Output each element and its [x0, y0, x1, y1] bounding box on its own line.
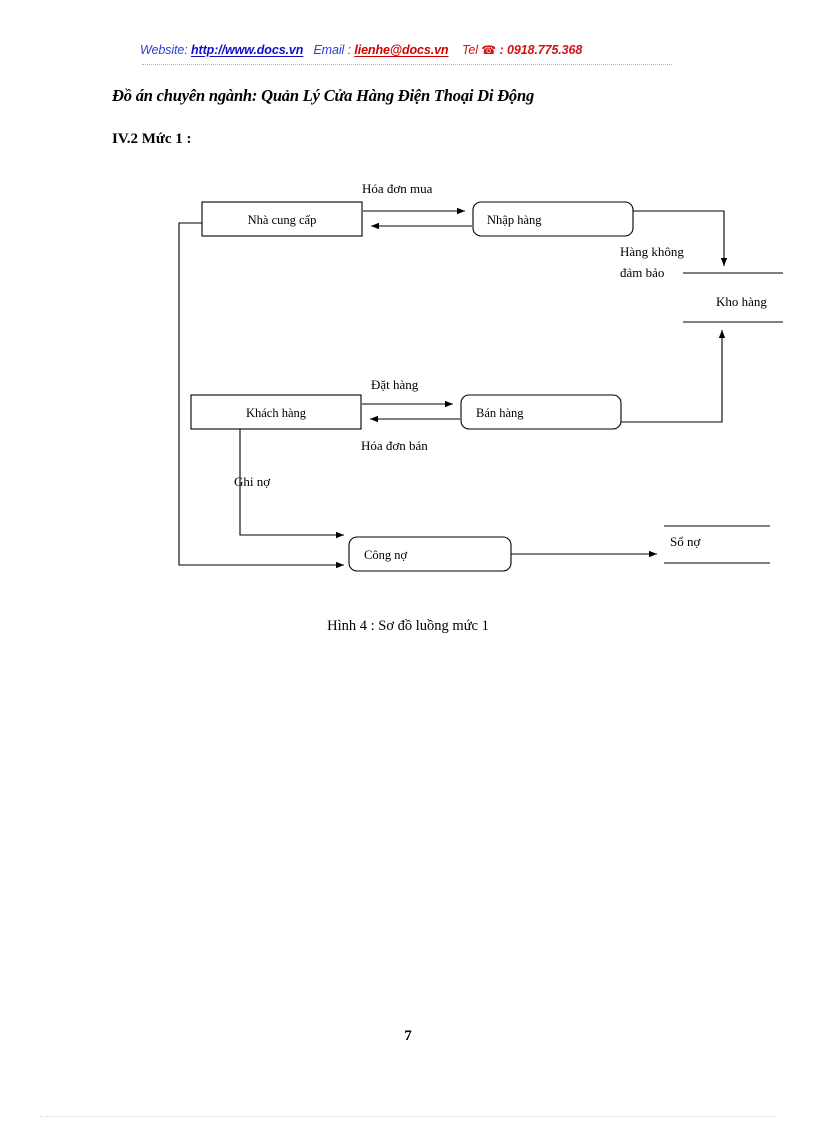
process-nhap-hang[interactable] — [472, 201, 634, 237]
flow-label-ghi-no: Ghi nợ — [234, 474, 271, 489]
entity-khach-hang[interactable] — [190, 394, 362, 430]
process-label-nhap-hang: Nhập hàng — [487, 213, 542, 227]
datastore-label-kho-hang: Kho hàng — [716, 294, 767, 309]
email-link[interactable]: lienhe@docs.vn — [354, 43, 449, 57]
flow-label-hoa-don-ban: Hóa đơn bán — [361, 438, 428, 453]
arrow-ban-hang-to-kho-hang — [621, 330, 726, 423]
arrow-ncc-to-cong-no — [178, 222, 344, 569]
process-label-cong-no: Công nợ — [364, 548, 407, 562]
website-url-link[interactable]: http://www.docs.vn — [190, 43, 304, 57]
flow-label-hang-khong: Hàng không — [620, 244, 684, 259]
tel-separator: : — [499, 43, 504, 57]
tel-number: 0918.775.368 — [506, 43, 583, 57]
figure-caption: Hình 4 : Sơ đồ luồng mức 1 — [327, 618, 489, 634]
entity-label-khach-hang: Khách hàng — [246, 406, 307, 420]
data-flow-diagram: Hóa đơn mua Nhà cung cấp Nhập hàng Hàng … — [0, 160, 816, 660]
tel-label: Tel — [461, 43, 478, 57]
page-number: 7 — [404, 1028, 412, 1044]
header-divider — [142, 64, 672, 66]
flow-label-dat-hang: Đặt hàng — [371, 377, 419, 392]
arrow-nhap-hang-to-kho-hang — [633, 210, 728, 266]
arrow-ghi-no-to-cong-no — [239, 429, 344, 539]
flow-label-hoa-don-mua: Hóa đơn mua — [362, 181, 433, 196]
footer-divider — [40, 1116, 776, 1118]
section-heading: IV.2 Mức 1 : — [112, 131, 192, 147]
document-title: Đồ án chuyên ngành: Quản Lý Cửa Hàng Điệ… — [112, 86, 534, 105]
site-header-banner: Website: http://www.docs.vn Email : lien… — [140, 43, 700, 65]
telephone-icon: ☎ — [481, 43, 497, 57]
entity-label-nha-cung-cap: Nhà cung cấp — [248, 213, 317, 227]
flow-label-dam-bao: đảm bảo — [620, 265, 664, 280]
process-ban-hang[interactable] — [460, 394, 622, 430]
email-label: Email : — [313, 43, 351, 57]
website-label: Website: — [140, 43, 188, 57]
entity-nha-cung-cap[interactable] — [201, 201, 363, 237]
process-label-ban-hang: Bán hàng — [476, 406, 524, 420]
datastore-label-so-no: Sổ nợ — [670, 534, 701, 549]
